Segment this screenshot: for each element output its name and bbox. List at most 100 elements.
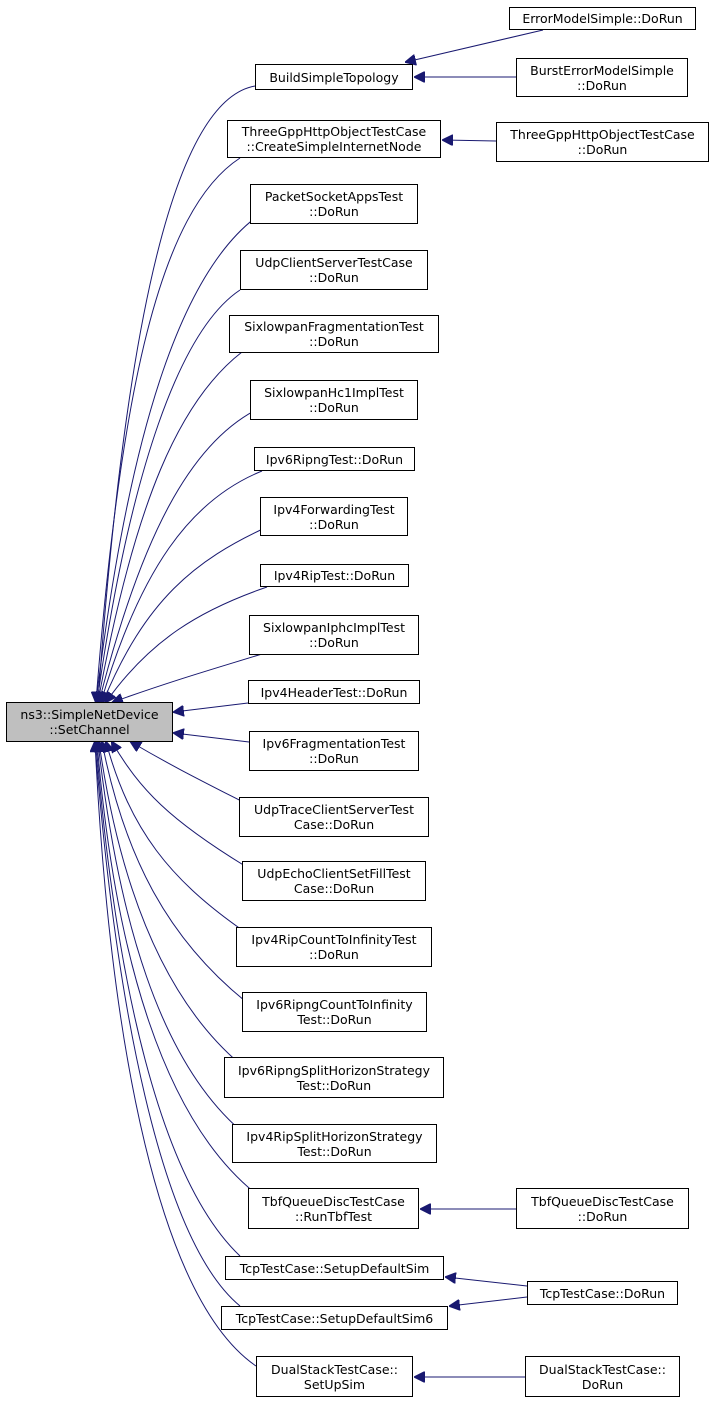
node-label-line-2: ::DoRun xyxy=(309,751,359,766)
edge-tcp-setup-default-sim6 xyxy=(95,742,241,1307)
node-label-line-1: TbfQueueDiscTestCase xyxy=(531,1193,674,1209)
node-label-line-1: Ipv6FragmentationTest xyxy=(262,736,406,751)
node-label-line-2: Test::DoRun xyxy=(297,1143,372,1159)
node-label-line-1: DualStackTestCase:: xyxy=(539,1361,666,1377)
node-label-line-1: Ipv4ForwardingTest xyxy=(273,501,395,517)
node-ipv4-header-test[interactable]: Ipv4HeaderTest::DoRun xyxy=(248,680,420,704)
node-root-line-2: ::SetChannel xyxy=(49,722,130,737)
edge-three-gpp-create-node xyxy=(96,157,241,702)
node-label-line-2: ::DoRun xyxy=(309,635,359,650)
node-label-line-2: Test::DoRun xyxy=(296,1077,372,1093)
node-ipv4-rip-split-horizon[interactable]: Ipv4RipSplitHorizonStrategy Test::DoRun xyxy=(232,1124,437,1163)
edge-ipv4-header-test xyxy=(174,702,249,712)
node-packet-socket-apps-test[interactable]: PacketSocketAppsTest ::DoRun xyxy=(250,184,418,224)
node-label-line-2: SetUpSim xyxy=(303,1376,366,1392)
node-three-gpp-dorun[interactable]: ThreeGppHttpObjectTestCase ::DoRun xyxy=(496,122,709,162)
node-label: TcpTestCase::DoRun xyxy=(539,1285,666,1301)
edge-tcp-dorun-sim6 xyxy=(450,1296,528,1306)
edge-sixlowpan-hc1-impl-test xyxy=(99,406,263,702)
node-ipv6-ripng-count-to-infinity[interactable]: Ipv6RipngCountToInfinity Test::DoRun xyxy=(242,992,427,1032)
node-label-line-2: ::DoRun xyxy=(309,270,359,285)
node-udp-trace-client-server-test[interactable]: UdpTraceClientServerTest Case::DoRun xyxy=(239,797,429,837)
node-ipv6-ripng-test[interactable]: Ipv6RipngTest::DoRun xyxy=(254,447,415,471)
node-label-line-2: ::DoRun xyxy=(577,142,628,157)
node-label-line-2: Case::DoRun xyxy=(293,881,375,896)
node-label: Ipv4RipTest::DoRun xyxy=(273,568,396,583)
node-label-line-2: ::DoRun xyxy=(309,516,359,532)
edge-ipv6-fragmentation-test xyxy=(174,733,250,743)
node-label-line-1: UdpTraceClientServerTest xyxy=(254,802,414,817)
edge-sixlowpan-fragmentation-test xyxy=(98,351,243,702)
node-tcp-setup-default-sim[interactable]: TcpTestCase::SetupDefaultSim xyxy=(225,1256,444,1280)
node-sixlowpan-fragmentation-test[interactable]: SixlowpanFragmentationTest ::DoRun xyxy=(229,315,439,353)
edge-packet-socket-apps-test xyxy=(96,212,263,702)
node-burst-error-model-simple-dorun[interactable]: BurstErrorModelSimple ::DoRun xyxy=(516,58,688,97)
node-label-line-2: ::RunTbfTest xyxy=(295,1208,372,1224)
node-label: Ipv6RipngTest::DoRun xyxy=(265,451,404,467)
edge-three-gpp-dorun xyxy=(443,140,497,141)
node-sixlowpan-iphc-impl-test[interactable]: SixlowpanIphcImplTest ::DoRun xyxy=(249,615,419,655)
node-udp-echo-client-set-fill-test[interactable]: UdpEchoClientSetFillTest Case::DoRun xyxy=(242,861,426,901)
node-label-line-1: UdpClientServerTestCase xyxy=(255,255,413,270)
node-label-line-1: Ipv4RipCountToInfinityTest xyxy=(251,932,417,947)
node-label-line-1: ThreeGppHttpObjectTestCase xyxy=(510,127,695,142)
node-tcp-dorun[interactable]: TcpTestCase::DoRun xyxy=(527,1281,678,1305)
node-error-model-simple-dorun[interactable]: ErrorModelSimple::DoRun xyxy=(509,7,696,30)
node-three-gpp-create-node[interactable]: ThreeGppHttpObjectTestCase ::CreateSimpl… xyxy=(227,120,441,158)
edge-tcp-setup-default-sim xyxy=(96,742,241,1257)
node-label-line-1: SixlowpanHc1ImplTest xyxy=(264,385,404,400)
edge-udp-client-server-test-case xyxy=(97,289,241,702)
node-root: ns3::SimpleNetDevice ::SetChannel xyxy=(6,702,173,742)
node-label-line-2: ::DoRun xyxy=(309,204,359,219)
edge-dual-stack-setup-sim xyxy=(95,742,257,1367)
node-dual-stack-setup-sim[interactable]: DualStackTestCase:: SetUpSim xyxy=(256,1356,413,1397)
node-label-line-2: ::DoRun xyxy=(309,947,359,962)
edge-ipv6-ripng-count-to-infinity xyxy=(102,742,246,1002)
node-label: TcpTestCase::SetupDefaultSim6 xyxy=(235,1310,434,1326)
node-label-line-1: DualStackTestCase:: xyxy=(271,1361,398,1377)
edge-ipv4-forwarding-test xyxy=(103,526,268,702)
node-label-line-1: Ipv6RipngCountToInfinity xyxy=(256,997,413,1012)
edge-tcp-dorun-sim xyxy=(446,1277,528,1287)
node-label: BuildSimpleTopology xyxy=(269,69,399,85)
node-ipv6-fragmentation-test[interactable]: Ipv6FragmentationTest ::DoRun xyxy=(249,731,419,771)
edge-ipv4-rip-split-horizon xyxy=(98,742,241,1131)
node-label-line-2: ::CreateSimpleInternetNode xyxy=(246,139,422,154)
edge-ipv4-rip-test xyxy=(106,586,268,702)
node-label-line-1: SixlowpanIphcImplTest xyxy=(263,620,405,635)
node-label-line-1: PacketSocketAppsTest xyxy=(264,189,404,204)
node-label-line-1: SixlowpanFragmentationTest xyxy=(244,319,424,334)
edge-build-simple-topology xyxy=(98,85,256,702)
node-label-line-2: Case::DoRun xyxy=(293,817,375,832)
node-label-line-2: Test::DoRun xyxy=(297,1012,372,1027)
edge-sixlowpan-iphc-impl-test xyxy=(113,653,263,702)
node-ipv6-ripng-split-horizon[interactable]: Ipv6RipngSplitHorizonStrategy Test::DoRu… xyxy=(224,1057,444,1098)
node-dual-stack-dorun[interactable]: DualStackTestCase:: DoRun xyxy=(525,1356,680,1397)
node-label-line-1: BurstErrorModelSimple xyxy=(530,62,674,78)
edge-udp-trace-client-server-test xyxy=(131,742,246,804)
node-label-line-2: ::DoRun xyxy=(577,77,627,93)
node-label-line-1: ThreeGppHttpObjectTestCase xyxy=(241,124,427,139)
node-ipv4-forwarding-test[interactable]: Ipv4ForwardingTest ::DoRun xyxy=(260,497,408,536)
node-ipv4-rip-count-to-infinity[interactable]: Ipv4RipCountToInfinityTest ::DoRun xyxy=(236,927,432,967)
edge-ipv6-ripng-split-horizon xyxy=(99,742,241,1065)
edge-ipv6-ripng-test xyxy=(101,470,263,702)
node-tbf-run-tbf-test[interactable]: TbfQueueDiscTestCase ::RunTbfTest xyxy=(248,1188,419,1229)
node-tbf-dorun[interactable]: TbfQueueDiscTestCase ::DoRun xyxy=(516,1188,689,1229)
node-label: TcpTestCase::SetupDefaultSim xyxy=(239,1260,430,1276)
node-ipv4-rip-test[interactable]: Ipv4RipTest::DoRun xyxy=(260,564,409,587)
node-build-simple-topology[interactable]: BuildSimpleTopology xyxy=(255,64,413,90)
edge-tbf-run-tbf-test xyxy=(97,742,256,1194)
node-sixlowpan-hc1-impl-test[interactable]: SixlowpanHc1ImplTest ::DoRun xyxy=(250,380,418,420)
node-label: Ipv4HeaderTest::DoRun xyxy=(260,684,408,700)
node-label-line-1: UdpEchoClientSetFillTest xyxy=(257,866,411,881)
node-label-line-1: TbfQueueDiscTestCase xyxy=(262,1193,405,1209)
node-label: ErrorModelSimple::DoRun xyxy=(522,11,683,26)
node-label-line-1: Ipv6RipngSplitHorizonStrategy xyxy=(238,1062,430,1078)
edge-udp-echo-client-set-fill-test xyxy=(112,742,246,867)
node-tcp-setup-default-sim6[interactable]: TcpTestCase::SetupDefaultSim6 xyxy=(221,1306,448,1330)
edge-error-model-simple-dorun xyxy=(406,29,544,62)
node-udp-client-server-test-case[interactable]: UdpClientServerTestCase ::DoRun xyxy=(240,250,428,290)
edges xyxy=(95,29,544,1377)
